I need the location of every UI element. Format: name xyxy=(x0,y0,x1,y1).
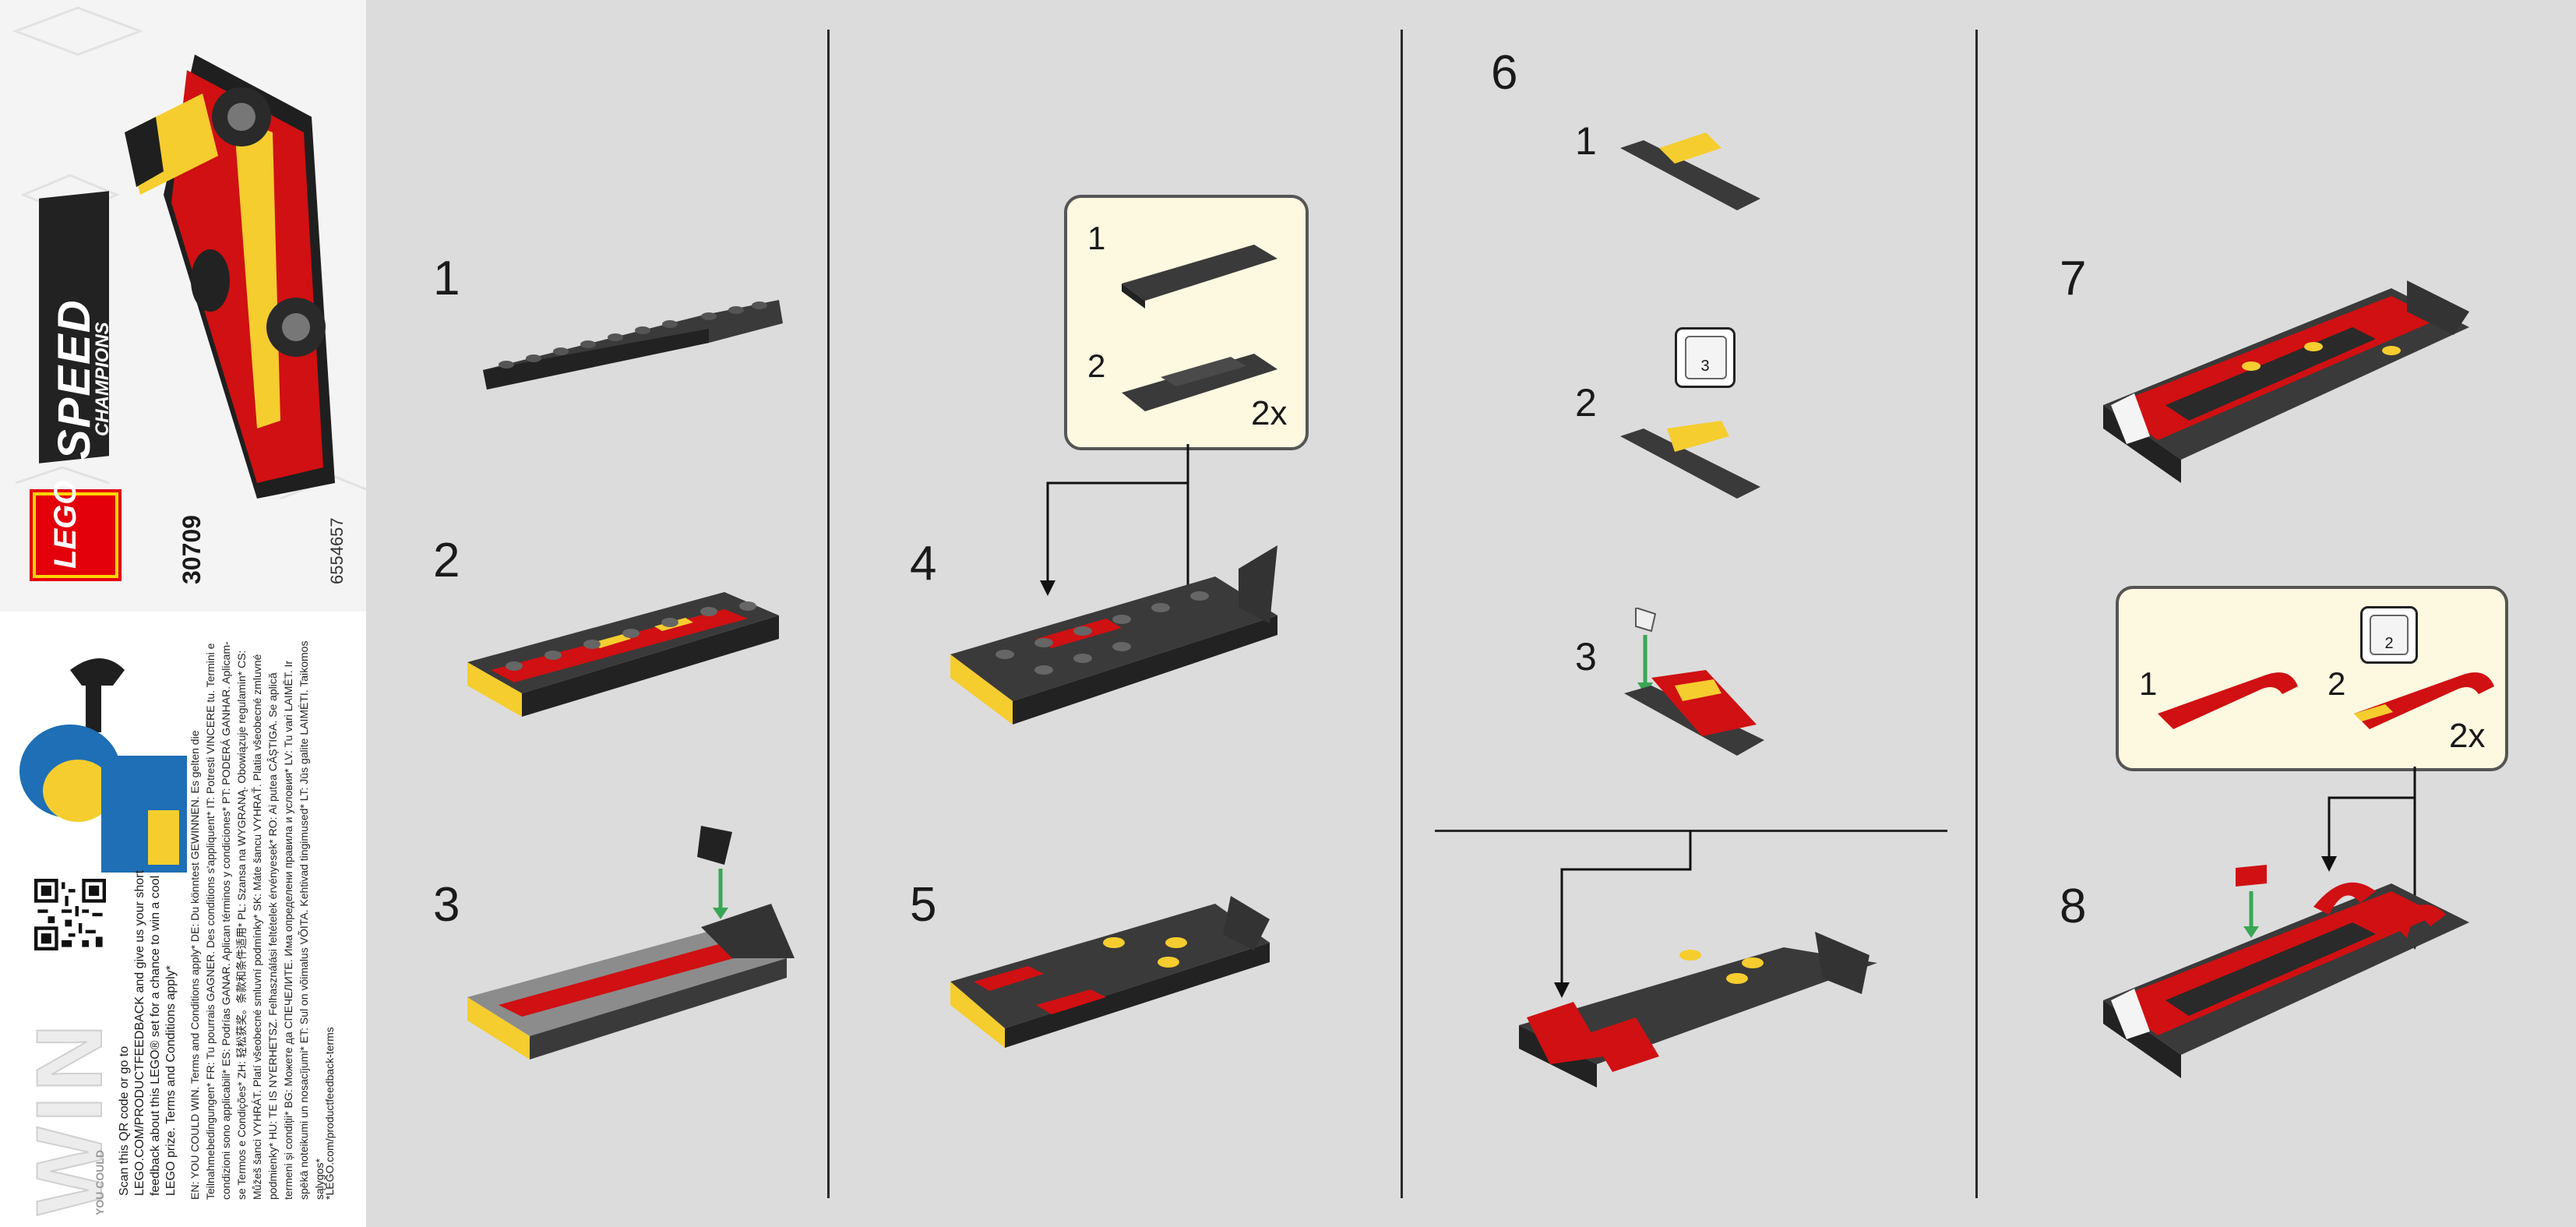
win-heading: WIN xyxy=(16,1019,122,1216)
column-divider xyxy=(1401,30,1403,1198)
qr-code-icon[interactable] xyxy=(34,879,106,950)
step-4-illustration xyxy=(950,444,1277,725)
lego-logo-text: LEGO xyxy=(48,480,83,569)
legal-terms: EN: YOU COULD WIN. Terms and Conditions … xyxy=(189,640,326,1200)
step-6-assembly-illustration xyxy=(1519,830,1877,1088)
step-7-illustration xyxy=(2103,280,2469,483)
callout-b-count-badge: 2 xyxy=(2360,606,2418,664)
lego-logo xyxy=(30,489,122,581)
cover-panel: SPEED CHAMPIONS LEGO 30709 6554657 WIN Y… xyxy=(0,0,366,1227)
step-number-3: 3 xyxy=(433,878,460,932)
callout-b-number-1: 1 xyxy=(2139,665,2158,702)
callout-b-badge-number: 2 xyxy=(2384,635,2394,652)
race-car-icon xyxy=(125,55,335,499)
step-2-illustration xyxy=(467,592,779,717)
column-divider xyxy=(1975,30,1978,1198)
callout-b-part-1 xyxy=(2158,672,2298,729)
step-6-substep-3: 3 xyxy=(1575,635,1597,679)
minifigure-mechanic-icon xyxy=(19,658,187,873)
callout-b-quantity: 2x xyxy=(2449,717,2486,755)
callout-a-parts xyxy=(1122,245,1277,411)
step-number-2: 2 xyxy=(433,534,460,587)
callout-b-number-2: 2 xyxy=(2328,665,2346,702)
column-divider xyxy=(827,30,830,1198)
scan-instructions: Scan this QR code or go to LEGO.COM/PROD… xyxy=(118,870,178,1196)
step-3-illustration xyxy=(467,826,795,1060)
sub-assembly-callout-b: 1 2 2x 2 xyxy=(2116,586,2508,771)
step-number-5: 5 xyxy=(910,878,937,932)
callout-a-number-2: 2 xyxy=(1087,347,1106,384)
cover-art-area: SPEED CHAMPIONS LEGO 30709 6554657 xyxy=(0,0,366,612)
step-6-substep-2-illustration xyxy=(1620,421,1760,499)
step-number-4: 4 xyxy=(910,537,937,591)
step-number-1: 1 xyxy=(433,252,460,305)
item-code: 6554657 xyxy=(327,517,347,584)
step-6-substep-1-illustration xyxy=(1620,132,1760,210)
speed-champions-logo xyxy=(39,191,109,464)
step-number-6: 6 xyxy=(1491,46,1518,100)
step-number-7: 7 xyxy=(2060,252,2087,305)
step-6-substep-1: 1 xyxy=(1575,119,1597,163)
step-6-substep-2: 2 xyxy=(1575,381,1597,425)
callout-a-quantity: 2x xyxy=(1251,394,1288,432)
callout-a-number-1: 1 xyxy=(1087,220,1106,256)
count-badge-number: 3 xyxy=(1700,358,1710,375)
step-number-8: 8 xyxy=(2060,880,2087,933)
step-6-substep-3-illustration xyxy=(1624,608,1764,756)
you-could-label: YOU COULD xyxy=(93,1150,106,1215)
step-8-illustration xyxy=(2103,767,2469,1078)
cover-illustration xyxy=(12,6,366,581)
step-5-illustration xyxy=(950,896,1270,1048)
callout-b-part-2 xyxy=(2354,672,2494,729)
sub-assembly-callout-a: 1 2 2x xyxy=(1064,195,1309,450)
set-number: 30709 xyxy=(178,515,206,584)
count-badge: 3 xyxy=(1675,327,1736,388)
step-1-illustration xyxy=(483,300,783,390)
terms-footnote: *LEGO.com/productfeedback-terms xyxy=(323,1027,336,1200)
logo-champions-text: CHAMPIONS xyxy=(92,322,113,436)
